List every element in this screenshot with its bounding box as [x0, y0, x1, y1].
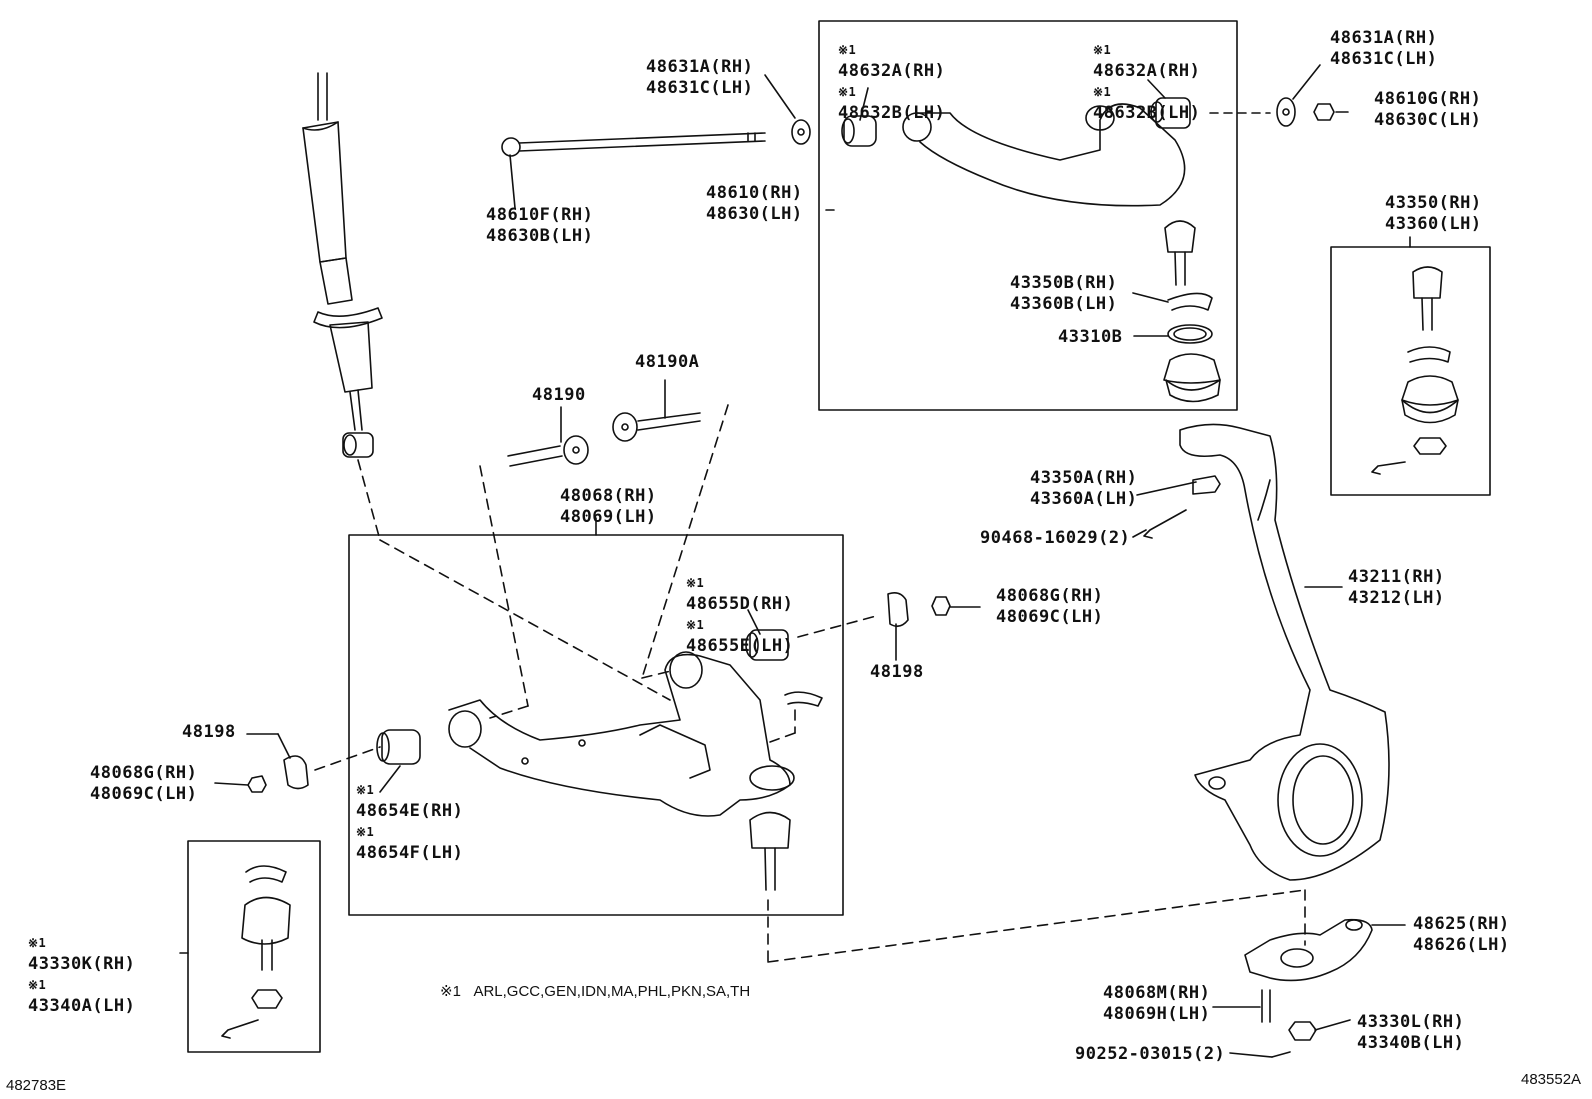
cam-bolts [507, 412, 701, 467]
label-lower-arm: 48068(RH)48069(LH) [560, 486, 657, 527]
upper-ball-joint [1163, 220, 1221, 403]
label-nut-lower-right: 48068G(RH)48069C(LH) [996, 586, 1104, 627]
upper-control-arm [841, 97, 1335, 207]
leader-lines [179, 64, 1411, 1058]
upper-ball-joint-kit [1371, 266, 1459, 475]
label-cam-bolt-b: 48190A [635, 352, 700, 372]
lower-ball-joint-frame [187, 840, 321, 1053]
label-knuckle-arm: 48625(RH)48626(LH) [1413, 914, 1510, 955]
label-upper-bolt: 48610F(RH)48630B(LH) [486, 205, 594, 246]
dashed-connectors [314, 404, 1306, 963]
label-cotter-pin-b: 90252-03015(2) [1075, 1044, 1226, 1064]
footnote: ※1 ARL,GCC,GEN,IDN,MA,PHL,PKN,SA,TH [440, 983, 751, 1000]
label-cam-plate-right: 48198 [870, 662, 924, 682]
label-upper-ball-snap: 43350B(RH)43360B(LH) [1010, 273, 1118, 314]
label-cam-plate-left: 48198 [182, 722, 236, 742]
label-upper-arm: 48610(RH)48630(LH) [706, 183, 803, 224]
label-upper-washer: 48631A(RH)48631C(LH) [646, 57, 754, 98]
lower-ball-joint [221, 865, 291, 1039]
label-cam-bolt-a: 48190 [532, 385, 586, 405]
upper-ball-joint-frame [1330, 246, 1491, 496]
upper-bolt [501, 119, 811, 157]
upper-arm-frame [818, 20, 1238, 411]
lower-control-arm [376, 629, 823, 891]
label-arm-nut: 43330L(RH)43340B(LH) [1357, 1012, 1465, 1053]
steering-knuckle [1143, 423, 1390, 881]
label-upper-nut-right: 48610G(RH)48630C(LH) [1374, 89, 1482, 130]
label-knuckle-nut: 43350A(RH)43360A(LH) [1030, 468, 1138, 509]
knuckle-arm [1244, 918, 1373, 1058]
diagram-code-right: 483552A [1521, 1071, 1582, 1088]
label-cotter-pin-a: 90468-16029(2) [980, 528, 1131, 548]
label-nut-lower-left: 48068G(RH)48069C(LH) [90, 763, 198, 804]
label-arm-bolt: 48068M(RH)48069H(LH) [1103, 983, 1211, 1024]
label-upper-ball-joint: 43350(RH)43360(LH) [1385, 193, 1482, 234]
label-upper-ball-boot: 43310B [1058, 327, 1123, 347]
diagram-code-left: 482783E [6, 1077, 67, 1094]
cam-plates-nuts [247, 592, 951, 793]
shock-absorber [302, 72, 383, 458]
label-steering-knuckle: 43211(RH)43212(LH) [1348, 567, 1445, 608]
label-upper-washer-right: 48631A(RH)48631C(LH) [1330, 28, 1438, 69]
